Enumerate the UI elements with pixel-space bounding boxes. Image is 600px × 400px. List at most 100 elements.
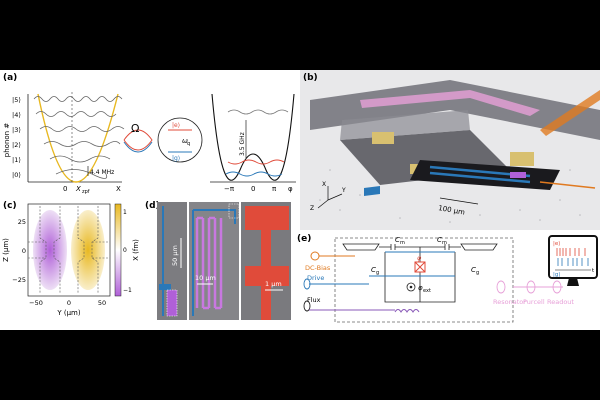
blue-wires: [369, 251, 455, 277]
flux-port: [303, 300, 311, 312]
zoom-box: [228, 203, 240, 219]
xtick-xzpf-sub: zpf: [82, 189, 90, 195]
spacing-label: 4.4 MHz: [90, 169, 114, 176]
coord-axes: [317, 186, 343, 209]
c-xtick-50: 50: [98, 299, 106, 307]
cg-right-sub: g: [476, 270, 479, 276]
circuit-box: [334, 237, 514, 323]
panel-c-label: (c): [3, 201, 17, 211]
beam-outline: [28, 206, 110, 294]
coupling-arrow: [123, 129, 153, 151]
axis-z: Z: [310, 205, 314, 212]
colorbar: [114, 203, 122, 297]
phi-node: φ: [417, 254, 422, 262]
xtick-xzpf: X: [75, 185, 81, 193]
cm-right-sub: m: [442, 240, 447, 246]
level-5: |5⟩: [12, 96, 21, 104]
scale3-label: 1 μm: [265, 280, 282, 288]
purple-qubit: [510, 172, 526, 178]
blue-line-2: [429, 171, 531, 184]
monitor-stand: [567, 278, 579, 286]
shield-chevron: [310, 80, 600, 140]
blue-frame: [192, 209, 236, 316]
orange-feed: [539, 181, 596, 189]
panel-b-label: (b): [303, 73, 318, 83]
blue-pad: [364, 186, 380, 196]
flux-symbol: [406, 282, 416, 292]
cbar-tick-1: 1: [123, 209, 127, 216]
c-xlabel: Y (μm): [56, 309, 81, 317]
c-xtick-0: 0: [67, 299, 71, 307]
substrate-dots: [319, 169, 581, 223]
axis-x: X: [322, 181, 326, 188]
state-g: |g⟩: [172, 155, 180, 162]
level-labels: |5⟩ |4⟩ |3⟩ |2⟩ |1⟩ |0⟩: [12, 96, 21, 179]
cm-right: C: [437, 236, 442, 244]
phi-tick-zero: 0: [251, 185, 255, 193]
mode-lobe-negative: [33, 210, 67, 290]
dc-bias-label: DC-Bias: [305, 264, 331, 272]
orange-trace: [540, 90, 600, 136]
qubit-circle: [157, 117, 203, 163]
purcell-port: [526, 280, 536, 294]
resonator-port: [496, 280, 506, 294]
circuit-wires: [379, 244, 461, 303]
omega-label: Ω: [131, 122, 139, 135]
readout-port: [552, 280, 562, 294]
scale1-label: 10 μm: [195, 274, 216, 282]
purple-meander: [195, 216, 223, 310]
axis-y: Y: [341, 187, 346, 194]
flux-inductor: [394, 309, 420, 313]
ghz-label: 3.5 GHz: [239, 132, 246, 156]
state-e: |e⟩: [172, 122, 180, 129]
phonon-axis-label: phonon #: [3, 123, 11, 158]
cbar-tick-m1: −1: [123, 287, 132, 294]
panel-d: (d) 10 μm 50 μm 1 μm: [145, 201, 291, 320]
pink-trace: [360, 90, 540, 116]
level-1: |1⟩: [12, 156, 21, 164]
phi-ext: φ: [418, 284, 423, 292]
well-state-g: [225, 171, 283, 177]
c-ytick-25: 25: [18, 218, 26, 226]
red-junction-base: [261, 286, 271, 320]
c-ytick-0: 0: [22, 247, 26, 255]
xaxis-x: X: [116, 185, 121, 193]
mode-lobe-positive: [71, 210, 105, 290]
phi-tick-pi: π: [272, 185, 277, 193]
level-2: |2⟩: [12, 141, 21, 149]
c-ylabel: Z (μm): [2, 238, 10, 262]
cg-left: C: [371, 266, 376, 274]
purple-beam: [166, 289, 178, 317]
scale2-label: 50 μm: [171, 245, 179, 266]
harmonic-potential: [37, 93, 119, 183]
panel-a: (a) phonon # |5⟩ |4⟩ |3⟩ |2⟩ |1⟩ |0⟩ 4.4…: [3, 73, 296, 195]
beam-left: [342, 243, 380, 251]
readout-traces: [556, 248, 589, 266]
monitor-t: t: [592, 268, 595, 274]
well-state-e: [227, 159, 285, 165]
xtick-zero: 0: [63, 185, 67, 193]
phi-ext-sub: ext: [423, 288, 431, 294]
omega-q: ω: [182, 137, 188, 145]
red-junction-mid: [261, 230, 271, 266]
monitor-state-e: |e⟩: [553, 240, 560, 247]
red-junction-top: [245, 206, 289, 230]
panel-c: (c) Z (μm) 25 0 −25 −50 0 50 Y (μm) 1 0 …: [2, 201, 140, 317]
phi-tick-minus-pi: −π: [224, 185, 235, 193]
purcell-label: Purcell: [523, 298, 545, 306]
coupling-arrow-blue: [123, 141, 153, 153]
resonator-label: Resonator: [493, 298, 526, 306]
scale-bar: [439, 197, 479, 205]
cg-right: C: [471, 266, 476, 274]
figure: (a) phonon # |5⟩ |4⟩ |3⟩ |2⟩ |1⟩ |0⟩ 4.4…: [0, 70, 600, 330]
gold-pad-right: [510, 152, 534, 166]
beam-right: [460, 243, 498, 251]
cm-left-sub: m: [400, 240, 405, 246]
gold-pad-left: [372, 132, 394, 144]
red-junction-bot: [245, 266, 289, 286]
readout-label: Readout: [547, 298, 574, 306]
phi-axis-label: φ: [288, 185, 293, 193]
flux-dot: [409, 285, 413, 289]
blue-pad-d: [159, 284, 171, 290]
cg-left-sub: g: [376, 270, 379, 276]
